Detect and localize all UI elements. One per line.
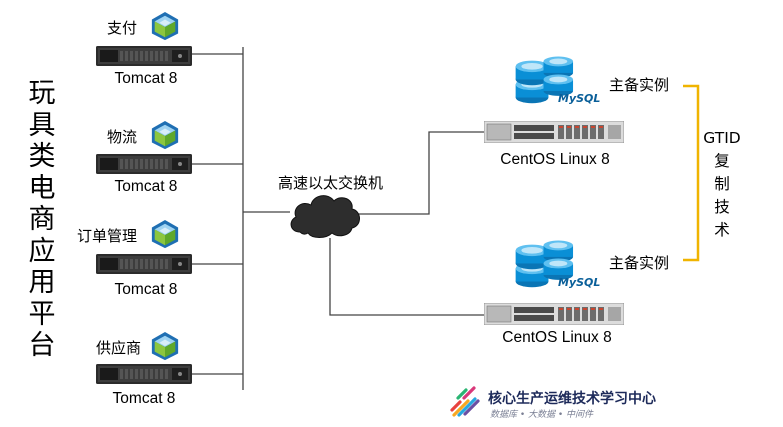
cube-icon bbox=[150, 330, 180, 362]
link-db-1 bbox=[358, 131, 484, 215]
cube-icon bbox=[150, 218, 180, 250]
link-db-2 bbox=[329, 238, 484, 316]
rack-server-icon bbox=[96, 154, 192, 174]
gtid-text: 复 bbox=[714, 152, 730, 170]
gtid-bracket bbox=[683, 84, 700, 262]
mysql-logo: MySQL bbox=[558, 92, 601, 105]
mysql-logo: MySQL bbox=[558, 276, 601, 289]
app-name-supplier: 供应商 bbox=[96, 339, 142, 357]
gtid-replication-label: GTID 复 制 技 术 bbox=[692, 127, 752, 242]
gtid-text: 技 bbox=[714, 198, 730, 216]
brand-subtitle: 数据库 • 大数据 • 中间件 bbox=[490, 410, 594, 420]
gtid-text: 术 bbox=[714, 221, 730, 239]
platform-title-char: 类 bbox=[28, 141, 56, 172]
platform-title-char: 商 bbox=[28, 204, 56, 235]
db-role-label: 主备实例 bbox=[609, 254, 670, 272]
rack-server-icon bbox=[96, 46, 192, 66]
app-server-label: Tomcat 8 bbox=[114, 281, 178, 298]
gtid-text: GTID bbox=[703, 129, 741, 147]
app-server-label: Tomcat 8 bbox=[112, 390, 176, 407]
platform-title-char: 玩 bbox=[28, 78, 56, 109]
brand-title: 核心生产运维技术学习中心 bbox=[488, 391, 656, 407]
gtid-text: 制 bbox=[714, 175, 730, 193]
db-os-label: CentOS Linux 8 bbox=[502, 329, 612, 346]
platform-title-char: 具 bbox=[28, 109, 56, 141]
brand-logo-icon bbox=[450, 386, 480, 417]
switch-label: 高速以太交换机 bbox=[278, 174, 384, 192]
cloud-icon bbox=[290, 195, 360, 238]
platform-title-char: 台 bbox=[28, 330, 56, 361]
db-role-label: 主备实例 bbox=[609, 76, 670, 94]
app-name-logistics: 物流 bbox=[107, 128, 138, 146]
db-os-label: CentOS Linux 8 bbox=[500, 151, 610, 168]
platform-title-char: 平 bbox=[28, 298, 56, 330]
platform-title-char: 应 bbox=[28, 235, 56, 267]
app-server-label: Tomcat 8 bbox=[114, 70, 178, 87]
rack-server-icon bbox=[96, 364, 192, 384]
rack-server-icon bbox=[484, 120, 624, 144]
app-name-payment: 支付 bbox=[107, 19, 138, 37]
rack-server-icon bbox=[484, 302, 624, 326]
cube-icon bbox=[150, 10, 180, 42]
rack-server-icon bbox=[96, 254, 192, 274]
app-server-label: Tomcat 8 bbox=[114, 178, 178, 195]
platform-title: 玩 具 类 电 商 应 用 平 台 bbox=[22, 78, 62, 362]
app-name-order-management: 订单管理 bbox=[77, 227, 138, 245]
platform-title-char: 用 bbox=[28, 267, 56, 298]
cube-icon bbox=[150, 119, 180, 151]
platform-title-char: 电 bbox=[28, 172, 56, 204]
